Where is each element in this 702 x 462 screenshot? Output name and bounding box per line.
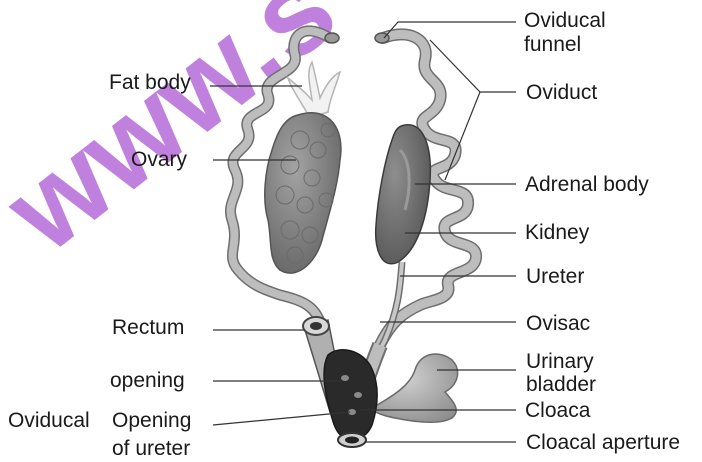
ovary: [265, 113, 341, 273]
label-adrenal-body: Adrenal body: [525, 174, 649, 196]
cloaca: [324, 350, 377, 440]
label-ovary: Ovary: [131, 149, 187, 171]
label-cloacal-aperture: Cloacal aperture: [526, 432, 680, 454]
label-cloaca: Cloaca: [525, 400, 590, 422]
label-opening-of-ureter-2: of ureter: [112, 438, 190, 460]
label-rectum: Rectum: [112, 317, 184, 339]
label-oviduct: Oviduct: [526, 82, 597, 104]
cloacal-aperture: [338, 433, 366, 447]
label-urinary-bladder-1: Urinary: [526, 351, 594, 373]
label-opening: opening: [110, 370, 185, 392]
kidney: [376, 125, 431, 264]
label-oviducal-funnel-1: Oviducal: [524, 10, 606, 32]
label-kidney: Kidney: [525, 222, 589, 244]
label-urinary-bladder-2: bladder: [526, 374, 596, 396]
label-fat-body: Fat body: [109, 72, 191, 94]
label-oviducal-funnel-2: funnel: [524, 34, 581, 56]
oviducal-opening: [341, 375, 349, 381]
label-opening-of-ureter-1: Opening: [112, 410, 191, 432]
left-oviducal-funnel: [325, 33, 339, 43]
label-ureter: Ureter: [526, 266, 584, 288]
label-oviducal: Oviducal: [8, 410, 90, 432]
label-ovisac: Ovisac: [526, 313, 590, 335]
urinary-bladder: [372, 354, 458, 422]
